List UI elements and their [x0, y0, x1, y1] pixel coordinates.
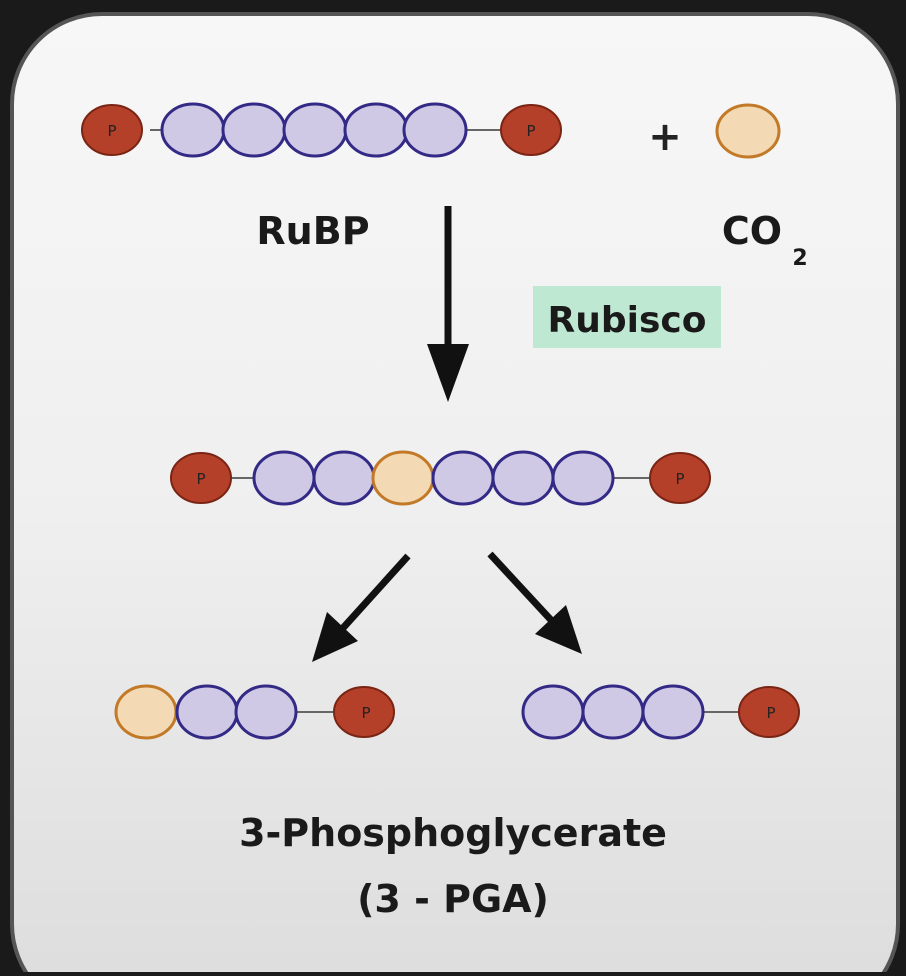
co2-atom [715, 103, 781, 159]
rubp-molecule: P P [81, 102, 562, 158]
phosphate-label: P [107, 122, 116, 140]
co2-derived-carbon [114, 684, 178, 740]
carbon-atom [312, 450, 376, 506]
carbon-atom [402, 102, 468, 158]
reaction-arrow-down [427, 206, 469, 402]
phosphate-group: P [333, 686, 395, 738]
phosphate-label: P [196, 470, 205, 488]
co2-derived-carbon [371, 450, 435, 506]
carbon-atom [175, 684, 239, 740]
phosphate-group: P [500, 104, 562, 156]
carbon-atom [491, 450, 555, 506]
phosphate-label: P [526, 122, 535, 140]
carbon-atom [521, 684, 585, 740]
phosphate-label: P [361, 704, 370, 722]
phosphate-group: P [649, 452, 711, 504]
co2-label-main: CO [722, 209, 782, 253]
product-abbreviation: (3 - PGA) [357, 877, 549, 921]
rubp-label: RuBP [256, 209, 369, 253]
carbon-atom [234, 684, 298, 740]
phosphate-group: P [738, 686, 800, 738]
carbon-atom [581, 684, 645, 740]
rubisco-text: Rubisco [548, 300, 707, 341]
carbon-atom [641, 684, 705, 740]
rubisco-label: Rubisco [533, 286, 721, 348]
phosphate-label: P [766, 704, 775, 722]
phosphate-group: P [170, 452, 232, 504]
carbon-atom [431, 450, 495, 506]
carbon-atom [282, 102, 348, 158]
carbon-atom [343, 102, 409, 158]
phosphate-label: P [675, 470, 684, 488]
phosphate-group: P [81, 104, 143, 156]
carbon-atom [252, 450, 316, 506]
carbon-atom [160, 102, 226, 158]
product-name: 3-Phosphoglycerate [239, 811, 667, 855]
pga-molecule-left: P [114, 684, 395, 740]
rubisco-highlight [533, 286, 721, 348]
pga-molecule-right: P [521, 684, 800, 740]
split-arrow-right [487, 551, 582, 654]
co2-label-subscript: 2 [792, 246, 807, 271]
plus-sign: + [648, 114, 682, 160]
carbon-atom [551, 450, 615, 506]
split-arrow-left [312, 553, 411, 662]
carbon-atom [221, 102, 287, 158]
co2-label: CO 2 [722, 209, 808, 271]
intermediate-molecule: P P [170, 450, 711, 506]
